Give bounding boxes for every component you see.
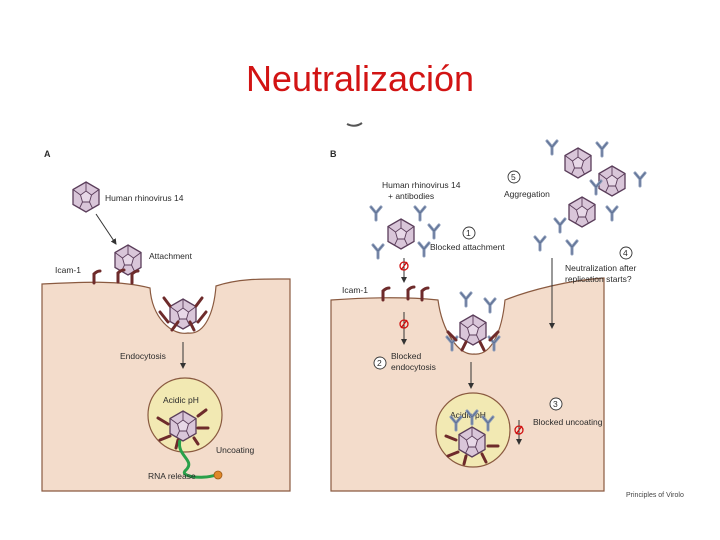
panel-b-blocked-endocytosis-label-2: endocytosis	[391, 362, 436, 372]
panel-b-virion-antibodies	[388, 219, 414, 249]
panel-a-attachment-label: Attachment	[149, 251, 193, 261]
panel-a-virion-free	[73, 182, 99, 212]
panel-a-rna-label: RNA release	[148, 471, 196, 481]
panel-a-uncoating-label: Uncoating	[216, 445, 255, 455]
panel-b-virion-aggregate	[599, 166, 625, 196]
panel-b-blocked-uncoating-label: Blocked uncoating	[533, 417, 603, 427]
panel-b-step-3: 3	[553, 399, 558, 409]
panel-b-letter: B	[330, 149, 337, 159]
panel-a-virus-label: Human rhinovirus 14	[105, 193, 184, 203]
credit-text: Principles of Virolo	[626, 492, 684, 499]
panel-b-virus-label-2: + antibodies	[388, 191, 434, 201]
panel-a-virion-endosome	[170, 411, 196, 441]
panel-b-neutralization-label-1: Neutralization after	[565, 263, 637, 273]
panel-a-letter: A	[44, 149, 51, 159]
panel-b-antibody	[635, 173, 645, 186]
panel-b-step-5: 5	[511, 172, 516, 182]
panel-b-neutralization-label-2: replication starts?	[565, 274, 632, 284]
panel-a-acidic-label: Acidic pH	[163, 395, 199, 405]
panel-b-aggregation-label: Aggregation	[504, 189, 550, 199]
panel-b-step-4: 4	[623, 248, 628, 258]
panel-b-virion-aggregate	[565, 148, 591, 178]
panel-b-virus-label-1: Human rhinovirus 14	[382, 180, 461, 190]
panel-a-rna-cap	[214, 471, 222, 479]
panel-b-antibody	[607, 207, 617, 220]
panel-b-icam-label: Icam-1	[342, 285, 368, 295]
panel-b: B 5 Aggregation Human rhinovirus 14 + an…	[330, 140, 645, 491]
decorative-tick	[347, 123, 362, 126]
panel-b-blocked-endocytosis-label-1: Blocked	[391, 351, 422, 361]
panel-b-virion-pit	[460, 315, 486, 345]
panel-a: A Human rhinovirus 14 Attachment Icam-1 …	[42, 140, 290, 491]
panel-b-blocked-attachment-label: Blocked attachment	[430, 242, 505, 252]
panel-b-step-1: 1	[466, 228, 471, 238]
panel-a-endocytosis-label: Endocytosis	[120, 351, 166, 361]
panel-b-virion-endosome	[459, 427, 485, 457]
panel-b-step-2: 2	[377, 358, 382, 368]
panel-a-icam-label: Icam-1	[55, 265, 81, 275]
panel-b-virion-aggregate	[569, 197, 595, 227]
